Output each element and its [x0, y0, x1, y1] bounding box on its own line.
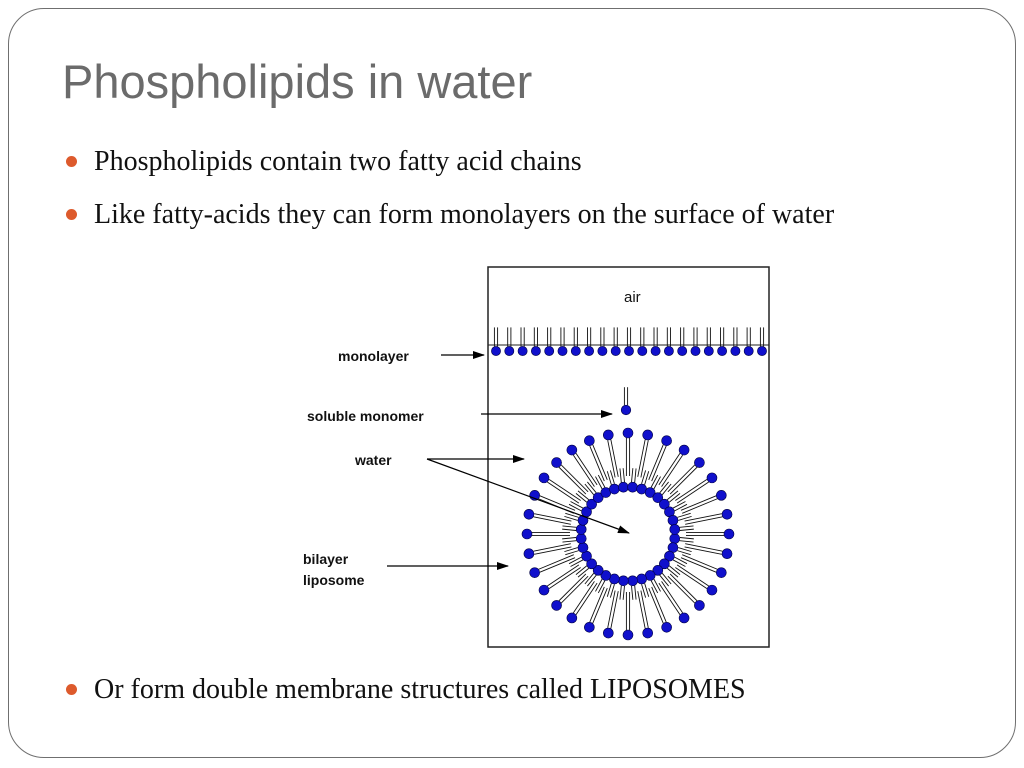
phospholipid-molecule: [564, 542, 589, 556]
phospholipid-molecule: [521, 528, 570, 540]
phospholipid-molecule: [667, 457, 705, 495]
phospholipid-molecule: [538, 472, 581, 504]
phospholipid-molecule: [606, 470, 620, 495]
phospholipid-molecule: [669, 524, 694, 535]
soluble-monomer-molecule: [620, 387, 632, 416]
phospholipid-molecule: [677, 327, 688, 356]
phospholipid-molecule: [544, 327, 555, 356]
phospholipid-molecule: [523, 543, 572, 560]
bullet-dot-icon: [66, 156, 77, 167]
phospholipid-molecule: [531, 327, 541, 356]
phospholipid-molecule: [551, 573, 589, 611]
phospholipid-molecule: [627, 468, 638, 493]
phospholipid-molecule: [491, 327, 501, 356]
phospholipid-molecule: [597, 327, 608, 356]
phospholipid-molecule: [504, 327, 515, 356]
phospholipid-molecule: [622, 592, 634, 641]
phospholipid-molecule: [566, 581, 598, 624]
soluble-monomer-label: soluble monomer: [307, 408, 424, 424]
bullet-dot-icon: [66, 209, 77, 220]
phospholipid-molecule: [568, 501, 592, 518]
phospholipid-molecule: [584, 586, 608, 633]
phospholipid-molecule: [637, 327, 648, 356]
phospholipid-molecule: [644, 474, 661, 498]
water-arrow-inner: [426, 458, 630, 534]
phospholipid-molecule: [667, 573, 705, 611]
monolayer-label: monolayer: [338, 348, 409, 364]
monolayer-molecules: [491, 327, 767, 356]
phospholipid-molecule: [664, 550, 688, 567]
phospholipid-molecule: [557, 327, 568, 356]
bullet-item-2: Like fatty-acids they can form monolayer…: [94, 199, 835, 230]
liposome-label: liposome: [303, 572, 365, 588]
bullet-dot-icon: [66, 684, 77, 695]
phospholipid-molecule: [652, 481, 672, 503]
phospholipid-molecule: [680, 490, 727, 514]
phospholipid-molecule: [664, 501, 688, 518]
phospholipid-molecule: [703, 327, 714, 356]
phospholipid-molecule: [667, 542, 692, 556]
phospholipid-molecule: [602, 590, 619, 639]
phospholipid-molecule: [551, 457, 589, 495]
phospholipid-molecule: [618, 575, 629, 600]
phospholipid-molecule: [637, 429, 654, 478]
phospholipid-molecule: [667, 512, 692, 526]
slide-title: Phospholipids in water: [62, 55, 533, 108]
phospholipid-molecule: [675, 472, 718, 504]
phospholipid-molecule: [648, 586, 672, 633]
bullet-item-3: Or form double membrane structures calle…: [94, 674, 746, 705]
phospholipid-molecule: [675, 564, 718, 596]
phospholipid-molecule: [610, 327, 621, 356]
bilayer-label: bilayer: [303, 551, 349, 567]
phospholipid-molecule: [659, 558, 681, 578]
phospholipid-molecule: [637, 590, 654, 639]
phospholipid-molecule: [602, 429, 619, 478]
phospholipid-molecule: [570, 327, 581, 356]
phospholipid-molecule: [595, 570, 612, 594]
bilayer-liposome: [521, 427, 735, 641]
phospholipid-molecule: [664, 327, 674, 356]
phospholipid-molecule: [529, 554, 576, 578]
phospholipid-molecule: [757, 327, 767, 356]
phospholipid-molecule: [717, 327, 727, 356]
phospholipid-molecule: [684, 508, 733, 525]
phospholipid-molecule: [690, 327, 701, 356]
phospholipid-molecule: [624, 327, 634, 356]
phospholipid-molecule: [622, 427, 634, 476]
phospholipid-molecule: [584, 481, 604, 503]
phospholipid-molecule: [584, 435, 608, 482]
phospholipid-molecule: [644, 570, 661, 594]
phospholipid-molecule: [584, 327, 594, 356]
phospholipid-molecule: [743, 327, 754, 356]
phospholipid-molecule: [584, 565, 604, 587]
phospholipid-molecule: [523, 508, 572, 525]
phospholipid-molecule: [575, 558, 597, 578]
phospholipid-molecule: [652, 565, 672, 587]
phospholipid-molecule: [562, 524, 587, 535]
phospholipid-molecule: [517, 327, 528, 356]
phospholipid-molecule: [648, 435, 672, 482]
phospholipid-molecule: [568, 550, 592, 567]
bullet-item-1: Phospholipids contain two fatty acid cha…: [94, 146, 582, 177]
phospholipid-molecule: [680, 554, 727, 578]
phospholipid-molecule: [730, 327, 741, 356]
phospholipid-molecule: [575, 490, 597, 510]
phospholipid-molecule: [566, 444, 598, 487]
phospholipid-molecule: [650, 327, 661, 356]
phospholipid-molecule: [620, 387, 632, 416]
air-label: air: [624, 289, 641, 306]
phospholipid-molecule: [686, 528, 735, 540]
phospholipid-molecule: [618, 468, 629, 493]
phospholipid-molecule: [595, 474, 612, 498]
phospholipid-molecule: [659, 490, 681, 510]
phospholipid-molecule: [658, 581, 690, 624]
phospholipid-molecule: [538, 564, 581, 596]
water-label: water: [354, 452, 392, 468]
phospholipid-molecule: [658, 444, 690, 487]
phospholipid-molecule: [684, 543, 733, 560]
water-container-box: [487, 266, 770, 648]
